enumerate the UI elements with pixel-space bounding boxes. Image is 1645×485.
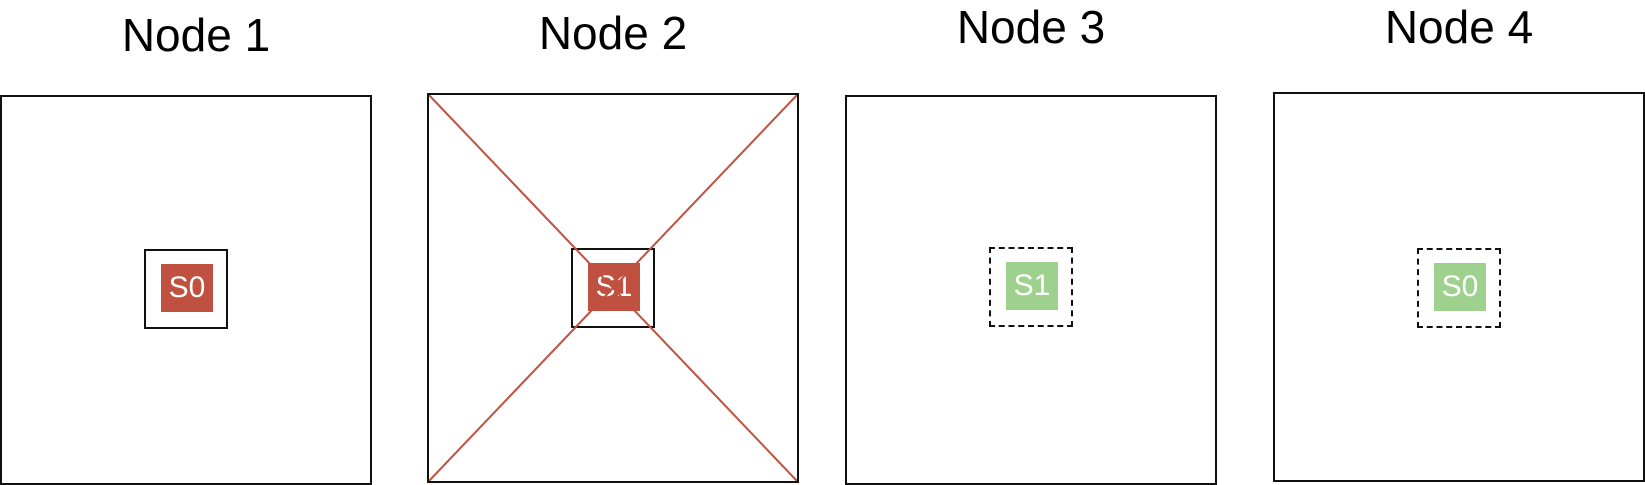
node-4: Node 4 S0 <box>1273 0 1645 485</box>
node-title: Node 3 <box>956 1 1106 53</box>
node-box: S0 <box>0 95 372 485</box>
shard-frame: S0 <box>1417 248 1501 328</box>
node-box: S0 <box>1273 92 1645 482</box>
shard-frame: S1 <box>571 248 655 328</box>
shard-s1-primary: S1 <box>588 263 640 311</box>
shard-s0-primary: S0 <box>161 264 213 312</box>
shard-s1-replica: S1 <box>1006 262 1058 310</box>
node-box: S1 <box>427 93 799 483</box>
node-1: Node 1 S0 <box>0 0 372 485</box>
node-box: S1 <box>845 95 1217 485</box>
node-title: Node 1 <box>121 9 271 61</box>
node-title: Node 2 <box>538 7 688 59</box>
shard-frame: S0 <box>144 249 228 329</box>
node-3: Node 3 S1 <box>845 0 1217 485</box>
shard-s0-replica: S0 <box>1434 263 1486 311</box>
node-title: Node 4 <box>1384 1 1534 53</box>
node-2: Node 2 S1 <box>427 0 799 485</box>
shard-frame: S1 <box>989 247 1073 327</box>
